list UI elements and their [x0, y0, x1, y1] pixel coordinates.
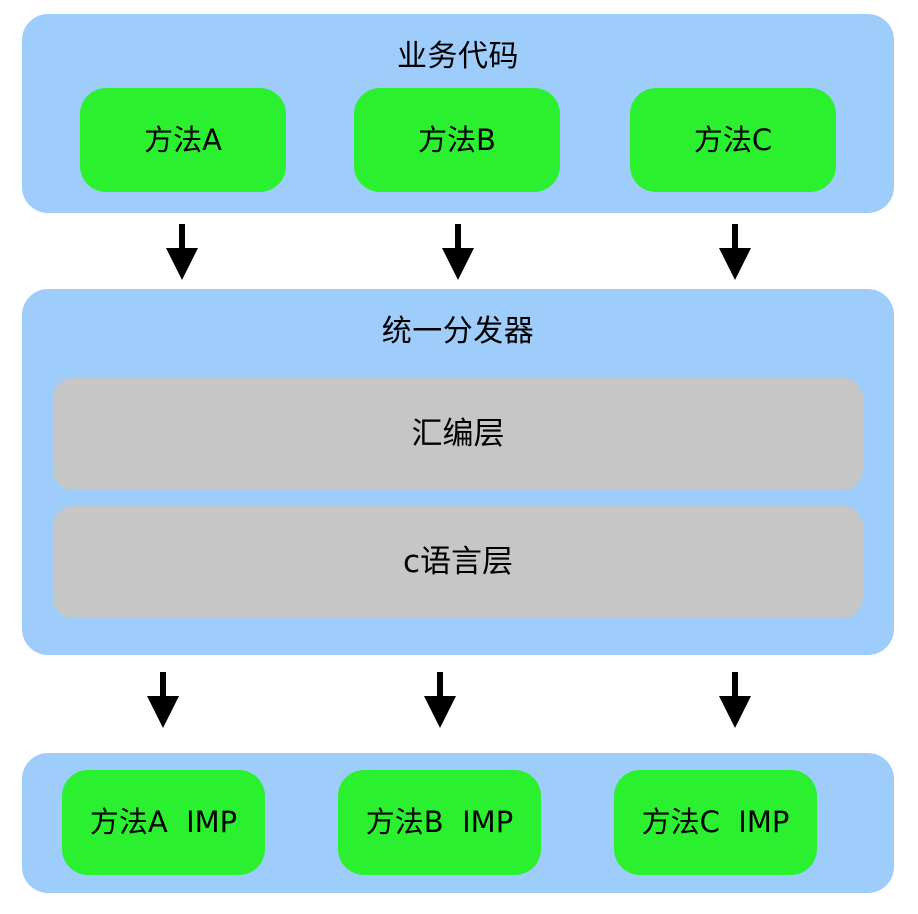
imp-box-b-label: 方法B IMP — [365, 805, 514, 839]
layer-panel-imp: 方法A IMP 方法B IMP 方法C IMP — [22, 753, 894, 893]
layer-title-business: 业务代码 — [397, 39, 519, 74]
sublayer-box-c-language-label: c语言层 — [402, 543, 514, 580]
arrow-down-icon — [419, 672, 461, 728]
sublayer-box-assembly[interactable]: 汇编层 — [53, 378, 863, 490]
imp-box-a-label: 方法A IMP — [89, 805, 238, 839]
arrow-down-icon — [437, 224, 479, 280]
method-box-c-label: 方法C — [693, 122, 773, 157]
imp-box-a[interactable]: 方法A IMP — [62, 770, 265, 875]
sublayer-box-c-language[interactable]: c语言层 — [53, 506, 863, 618]
imp-box-c[interactable]: 方法C IMP — [614, 770, 817, 875]
arrow-down-icon — [714, 672, 756, 728]
imp-box-c-label: 方法C IMP — [641, 805, 790, 839]
method-box-a[interactable]: 方法A — [80, 88, 286, 192]
layer-title-dispatcher: 统一分发器 — [381, 314, 535, 349]
method-box-b[interactable]: 方法B — [354, 88, 560, 192]
method-box-b-label: 方法B — [418, 122, 496, 157]
layer-panel-dispatcher: 统一分发器 汇编层 c语言层 — [22, 289, 894, 655]
imp-box-b[interactable]: 方法B IMP — [338, 770, 541, 875]
method-box-a-label: 方法A — [144, 122, 222, 157]
method-box-c[interactable]: 方法C — [630, 88, 836, 192]
layer-panel-business: 业务代码 方法A 方法B 方法C — [22, 14, 894, 213]
arrow-down-icon — [714, 224, 756, 280]
sublayer-box-assembly-label: 汇编层 — [411, 415, 505, 452]
arrow-down-icon — [142, 672, 184, 728]
arrow-down-icon — [161, 224, 203, 280]
